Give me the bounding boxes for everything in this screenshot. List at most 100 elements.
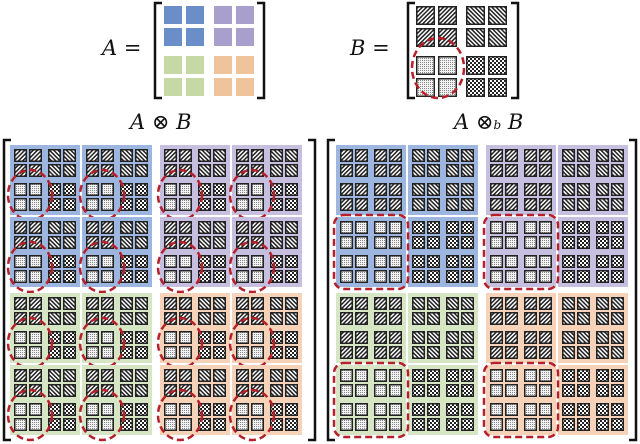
tile-pattern [413,347,424,358]
tile-pattern [136,347,147,358]
tile-pattern [462,370,473,381]
tile-pattern [578,370,589,381]
tile-pattern [214,385,225,396]
block-kronecker-highlight [332,213,410,291]
tile-pattern [102,199,113,210]
tile-pattern [237,237,248,248]
tile-pattern [199,271,210,282]
tile-pattern [252,184,263,195]
tile-pattern [563,419,574,430]
tile-pattern [563,370,574,381]
tile-pattern [356,271,367,282]
kronecker-highlight [6,388,54,442]
tile-pattern [15,370,26,381]
tile-pattern [87,184,98,195]
tile-pattern [30,332,41,343]
tile-pattern [563,298,574,309]
tile-pattern [121,313,132,324]
tile-pattern [286,370,297,381]
tile-pattern [428,332,439,343]
tile-pattern [462,199,473,210]
tile-pattern [15,199,26,210]
tile-pattern [271,150,282,161]
tile-pattern [578,150,589,161]
tile-pattern [612,332,623,343]
tile-pattern [199,256,210,267]
tile-pattern [428,370,439,381]
tile-pattern [64,370,75,381]
tile-pattern [375,404,386,415]
tile-pattern [413,332,424,343]
tile-pattern [413,150,424,161]
tile-pattern [447,347,458,358]
tile-pattern [491,298,502,309]
tile-pattern [271,419,282,430]
tile-pattern [180,404,191,415]
tile-pattern [462,271,473,282]
tile-pattern [102,370,113,381]
matrix-a-entry [186,6,204,24]
tile-pattern [49,347,60,358]
tile-pattern [30,271,41,282]
tile-pattern [214,222,225,233]
tile-pattern [252,271,263,282]
tile-pattern [467,7,484,24]
matrix-a-entry [164,56,182,74]
tile-pattern [390,385,401,396]
tile-pattern [102,271,113,282]
tile-pattern [237,370,248,381]
kronecker-left-bracket [2,138,11,442]
tile-pattern [390,370,401,381]
tile-pattern [578,385,589,396]
tile-pattern [165,222,176,233]
matrix-a-entry [186,28,204,46]
tile-pattern [597,419,608,430]
tile-pattern [341,370,352,381]
tile-pattern [49,419,60,430]
tile-pattern [15,184,26,195]
tile-pattern [286,199,297,210]
tile-pattern [102,404,113,415]
tile-pattern [525,256,536,267]
tile-pattern [413,298,424,309]
tile-pattern [49,370,60,381]
tile-pattern [467,79,484,96]
tile-pattern [165,150,176,161]
tile-pattern [375,184,386,195]
tile-pattern [390,165,401,176]
tile-pattern [252,222,263,233]
tile-pattern [540,385,551,396]
tile-pattern [375,165,386,176]
tile-pattern [447,222,458,233]
tile-pattern [447,419,458,430]
block-kronecker-left-bracket [326,138,335,442]
tile-pattern [413,419,424,430]
tile-pattern [180,332,191,343]
tile-pattern [375,332,386,343]
tile-pattern [462,385,473,396]
tile-pattern [30,199,41,210]
tile-pattern [428,271,439,282]
tile-pattern [341,256,352,267]
tile-pattern [30,222,41,233]
tile-pattern [64,313,75,324]
tile-pattern [506,165,517,176]
tile-pattern [165,237,176,248]
tile-pattern [597,313,608,324]
tile-pattern [563,256,574,267]
kronecker-right-bracket [308,138,317,442]
tile-pattern [102,150,113,161]
tile-pattern [390,199,401,210]
tile-pattern [356,347,367,358]
tile-pattern [15,165,26,176]
tile-pattern [199,404,210,415]
tile-pattern [121,332,132,343]
tile-pattern [252,347,263,358]
tile-pattern [578,165,589,176]
tile-pattern [356,298,367,309]
tile-pattern [578,332,589,343]
tile-pattern [612,150,623,161]
tile-pattern [597,347,608,358]
tile-pattern [612,271,623,282]
tile-pattern [286,385,297,396]
